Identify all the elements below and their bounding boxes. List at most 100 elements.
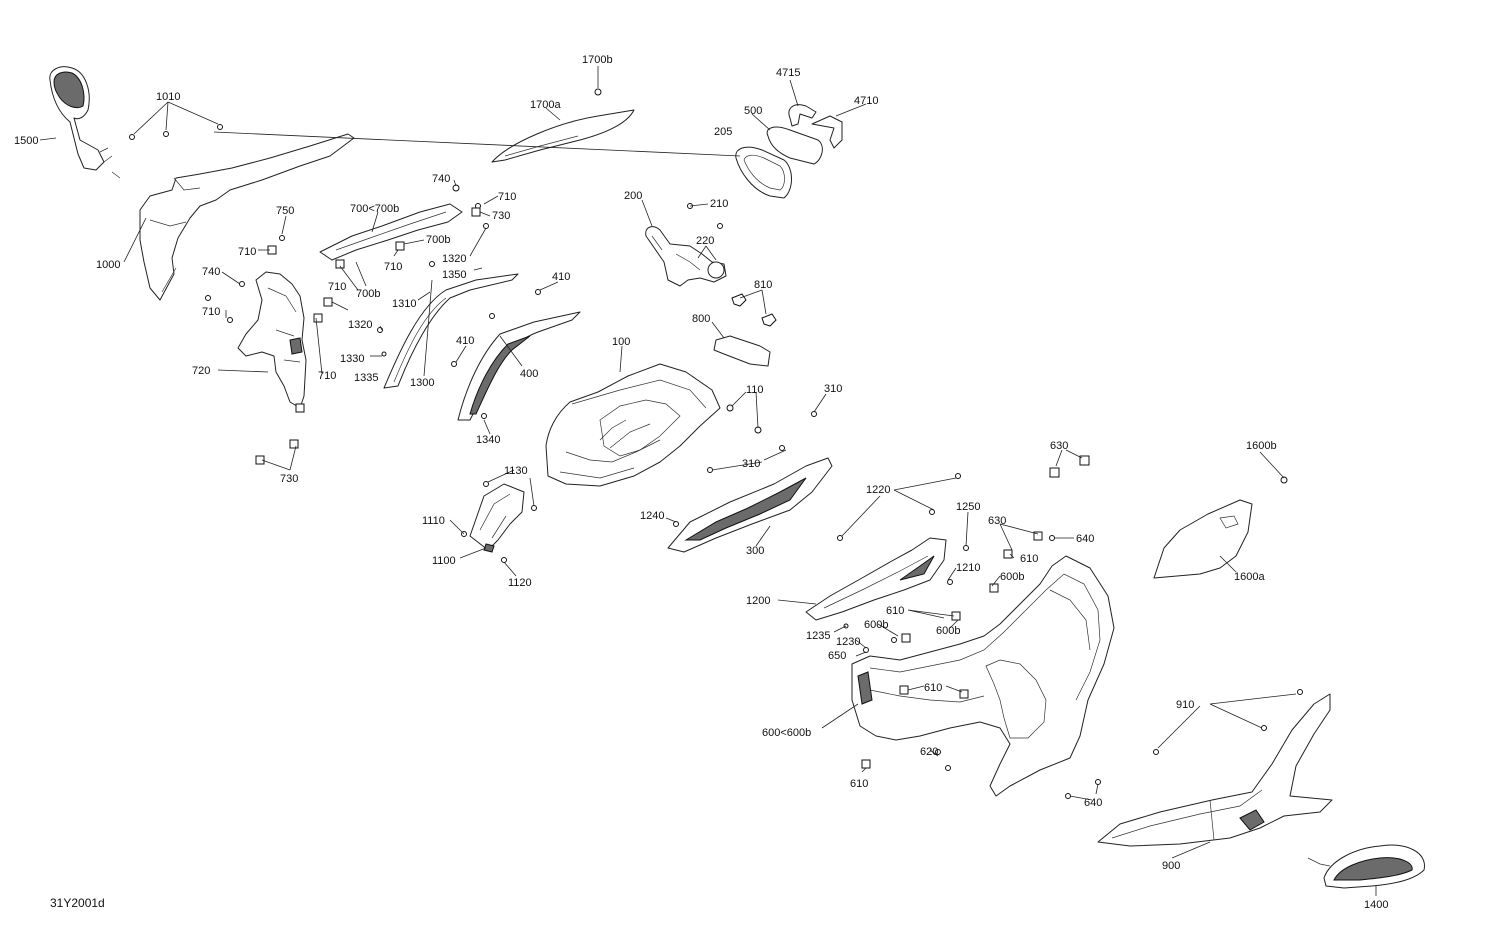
callout-300: 300 <box>746 545 764 557</box>
callout-610: 610 <box>924 682 942 694</box>
callout-1130: 1130 <box>504 465 528 477</box>
callout-1240: 1240 <box>640 510 664 522</box>
part-1400-right-mirror <box>1307 844 1425 889</box>
callout-600b: 600b <box>864 619 888 631</box>
callout-610: 610 <box>1020 553 1038 565</box>
callout-910: 910 <box>1176 699 1194 711</box>
callout-1350: 1350 <box>442 269 466 281</box>
part-1100-bracket <box>469 483 525 553</box>
callout-220: 220 <box>696 235 714 247</box>
callout-1700a: 1700a <box>530 99 561 111</box>
part-1000-side-panel <box>139 133 355 301</box>
callout-710: 710 <box>318 370 336 382</box>
callout-1100: 1100 <box>432 555 456 567</box>
callout-730: 730 <box>280 473 298 485</box>
callout-600b: 600b <box>1000 571 1024 583</box>
part-500-bezel <box>766 126 823 165</box>
callout-1210: 1210 <box>956 562 980 574</box>
callout-4710: 4710 <box>854 95 878 107</box>
callout-1320: 1320 <box>442 253 466 265</box>
callout-700b: 700b <box>426 234 450 246</box>
part-1600a-side-cover <box>1153 499 1253 579</box>
callout-1230: 1230 <box>836 636 860 648</box>
callout-710: 710 <box>238 246 256 258</box>
part-4710-trim-strip <box>811 115 843 149</box>
part-205-bezel-frame <box>735 146 792 199</box>
part-700-upper-bracket <box>319 203 463 261</box>
callout-1250: 1250 <box>956 501 980 513</box>
callout-740: 740 <box>202 266 220 278</box>
callout-750: 750 <box>276 205 294 217</box>
callout-620: 620 <box>920 746 938 758</box>
callout-110: 110 <box>746 384 764 396</box>
part-200-bracket <box>645 226 727 287</box>
callout-310: 310 <box>742 458 760 470</box>
callout-410: 410 <box>456 335 474 347</box>
callout-630: 630 <box>1050 440 1068 452</box>
part-900-side-panel <box>1097 693 1333 847</box>
callout-1320: 1320 <box>348 319 372 331</box>
part-1200-panel <box>805 537 947 621</box>
callout-400: 400 <box>520 368 538 380</box>
part-400-trim-strip <box>457 311 581 421</box>
callout-1330: 1330 <box>340 353 364 365</box>
callout-800: 800 <box>692 313 710 325</box>
callout-1700b: 1700b <box>582 54 613 66</box>
callout-1220: 1220 <box>866 484 890 496</box>
part-600-main-frame <box>851 555 1115 797</box>
callout-labels: 1500 1010 1000 1700b 1700a 4715 4710 500… <box>14 54 1388 911</box>
callout-700b: 700b <box>356 288 380 300</box>
callout-1000: 1000 <box>96 259 120 271</box>
callout-600: 600<600b <box>762 727 811 739</box>
part-1500-left-mirror <box>49 66 121 179</box>
part-800-bracket <box>713 335 771 367</box>
callout-1500: 1500 <box>14 135 38 147</box>
callout-1120: 1120 <box>508 577 532 589</box>
callout-200: 200 <box>624 190 642 202</box>
callout-640: 640 <box>1084 797 1102 809</box>
callout-1600a: 1600a <box>1234 571 1265 583</box>
part-1700a-top-cover <box>491 109 635 163</box>
callout-610: 610 <box>850 778 868 790</box>
part-left-console-frame <box>237 271 307 409</box>
callout-710: 710 <box>384 261 402 273</box>
callout-1300: 1300 <box>410 377 434 389</box>
callout-310: 310 <box>824 383 842 395</box>
callout-205: 205 <box>714 126 732 138</box>
drawing-code: 31Y2001d <box>50 896 105 910</box>
leader-lines <box>39 66 1377 896</box>
part-4715-trim-strip <box>788 104 817 127</box>
part-810-bumpers <box>731 293 777 327</box>
hardware-fasteners <box>129 88 1303 799</box>
callout-710: 710 <box>202 306 220 318</box>
callout-100: 100 <box>612 336 630 348</box>
callout-700: 700<700b <box>350 203 399 215</box>
callout-1340: 1340 <box>476 434 500 446</box>
callout-600b: 600b <box>936 625 960 637</box>
callout-1110: 1110 <box>422 515 445 527</box>
callout-1335: 1335 <box>354 372 378 384</box>
callout-410: 410 <box>552 271 570 283</box>
callout-640: 640 <box>1076 533 1094 545</box>
callout-4715: 4715 <box>776 67 800 79</box>
callout-650: 650 <box>828 650 846 662</box>
callout-730: 730 <box>492 210 510 222</box>
callout-610: 610 <box>886 605 904 617</box>
callout-710: 710 <box>328 281 346 293</box>
callout-500: 500 <box>744 105 762 117</box>
callout-630: 630 <box>988 515 1006 527</box>
callout-810: 810 <box>754 279 772 291</box>
callout-1600b: 1600b <box>1246 440 1277 452</box>
callout-1400: 1400 <box>1364 899 1388 911</box>
part-1300-trim-strip <box>383 273 519 389</box>
callout-1310: 1310 <box>392 298 416 310</box>
callout-720: 720 <box>192 365 210 377</box>
callout-900: 900 <box>1162 860 1180 872</box>
part-300-center-panel <box>667 457 833 553</box>
callout-210: 210 <box>710 198 728 210</box>
callout-1235: 1235 <box>806 630 830 642</box>
callout-1010: 1010 <box>156 91 180 103</box>
callout-740: 740 <box>432 173 450 185</box>
callout-710: 710 <box>498 191 516 203</box>
